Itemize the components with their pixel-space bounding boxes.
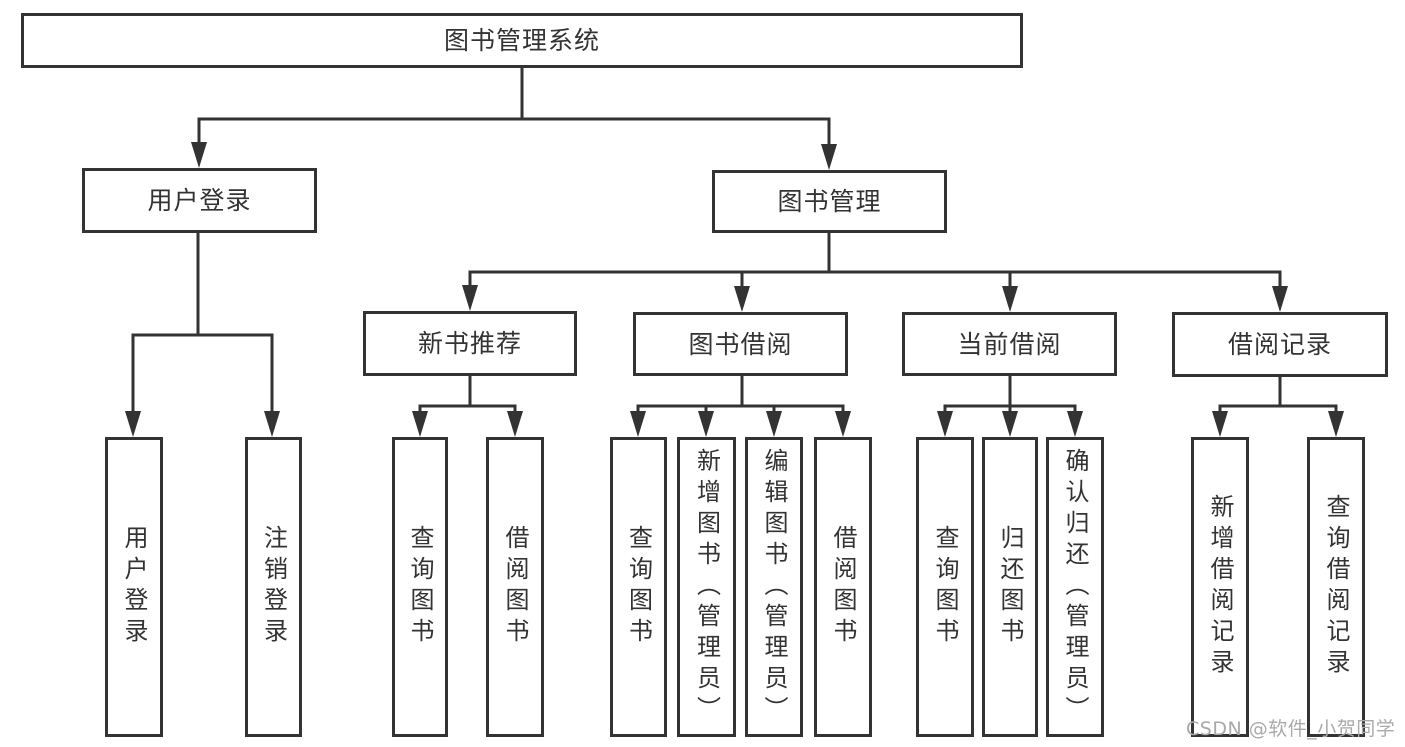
leaf-confirm-return-admin: 确认归还（管理员） xyxy=(1046,437,1104,737)
arrowhead xyxy=(1002,411,1018,437)
leaf-current-query-books: 查询图书 xyxy=(916,437,974,737)
leaf-add-books-admin: 新增图书（管理员） xyxy=(677,437,736,737)
leaf-edit-books-admin: 编辑图书（管理员） xyxy=(745,437,803,737)
csdn-watermark: CSDN @软件_小贺同学 xyxy=(1186,718,1396,740)
node-borrow-records: 借阅记录 xyxy=(1172,312,1388,377)
arrowhead xyxy=(734,286,750,312)
leaf-user-login: 用户登录 xyxy=(105,437,163,737)
arrowhead xyxy=(125,411,141,437)
arrowhead xyxy=(1212,411,1228,437)
node-new-book-recommend: 新书推荐 xyxy=(363,311,577,376)
arrowhead xyxy=(766,411,782,437)
arrowhead xyxy=(937,411,953,437)
leaf-return-books: 归还图书 xyxy=(982,437,1038,737)
connector-new-book-rec-to-leaves xyxy=(412,374,523,437)
leaf-logout: 注销登录 xyxy=(245,437,302,737)
leaf-recommend-query-books: 查询图书 xyxy=(392,437,448,737)
arrowhead xyxy=(462,285,478,311)
leaf-add-borrow-record: 新增借阅记录 xyxy=(1191,437,1249,737)
arrowhead xyxy=(507,411,523,437)
arrowhead xyxy=(630,411,646,437)
connector-user-login-to-leaves xyxy=(125,231,280,437)
node-book-management: 图书管理 xyxy=(712,170,947,233)
node-current-borrow: 当前借阅 xyxy=(902,312,1117,376)
node-book-borrow: 图书借阅 xyxy=(633,312,848,376)
connector-book-mgmt-to-level2 xyxy=(462,231,1288,312)
leaf-borrow-query-books: 查询图书 xyxy=(610,437,667,737)
leaf-borrow-books: 借阅图书 xyxy=(814,437,872,737)
arrowhead xyxy=(821,144,837,170)
connector-borrow-records-to-leaves xyxy=(1212,375,1344,437)
arrowhead xyxy=(698,411,714,437)
connector-book-borrow-to-leaves xyxy=(630,374,851,437)
arrowhead xyxy=(412,411,428,437)
leaf-recommend-borrow-books: 借阅图书 xyxy=(486,437,544,737)
arrowhead xyxy=(264,411,280,437)
connector-root-to-level1 xyxy=(191,66,837,170)
arrowhead xyxy=(1328,411,1344,437)
connector-current-borrow-to-leaves xyxy=(937,374,1083,437)
leaf-query-borrow-record: 查询借阅记录 xyxy=(1307,437,1365,737)
arrowhead xyxy=(835,411,851,437)
arrowhead xyxy=(191,142,207,168)
node-root-library-system: 图书管理系统 xyxy=(21,13,1023,68)
node-user-login: 用户登录 xyxy=(82,168,317,233)
arrowhead xyxy=(1067,411,1083,437)
arrowhead xyxy=(1002,286,1018,312)
arrowhead xyxy=(1272,286,1288,312)
